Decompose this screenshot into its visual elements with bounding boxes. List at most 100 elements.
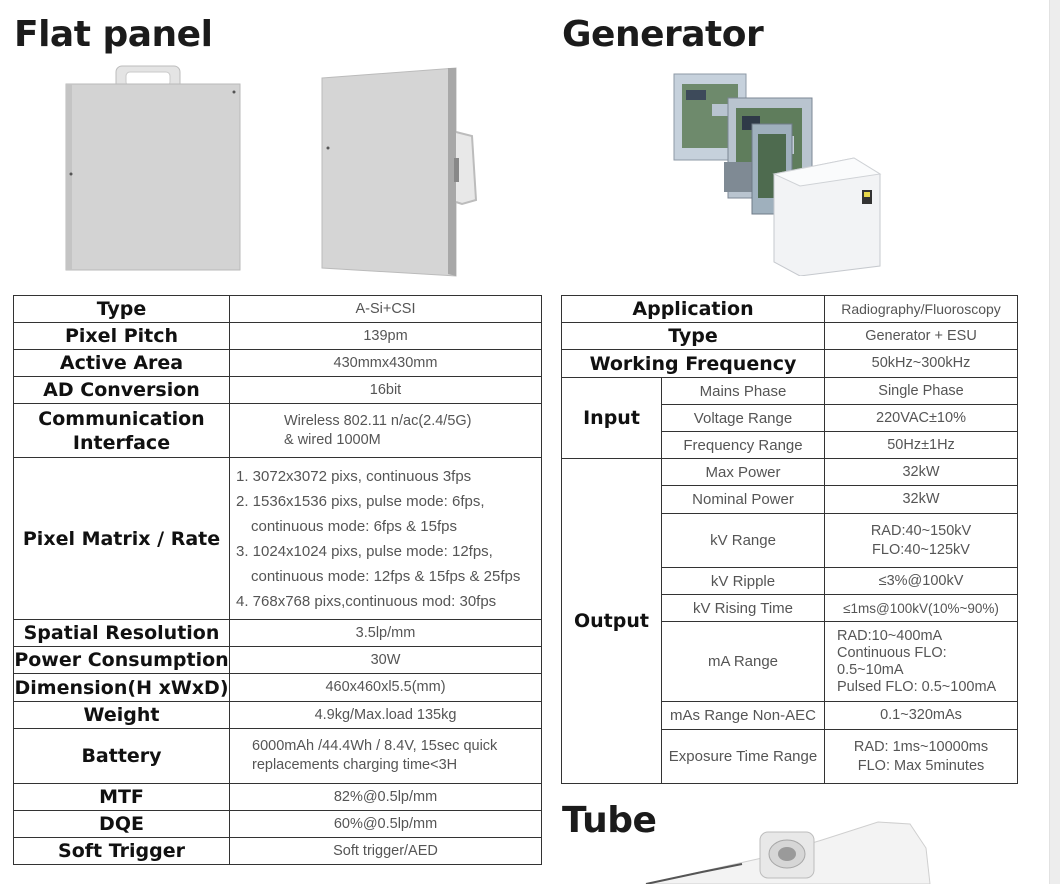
spec-value-line: RAD:40~150kV [870,522,972,539]
table-row: Type A-Si+CSI [13,295,542,323]
spec-value: 50kHz~300kHz [824,349,1019,378]
spec-subkey: kV Range [660,513,826,568]
table-row: Type Generator + ESU [560,322,1019,350]
spec-value: 3.5lp/mm [229,619,542,647]
table-row: MTF 82%@0.5lp/mm [13,783,542,811]
spec-value: ≤3%@100kV [824,567,1019,595]
table-row: Battery 6000mAh /44.4Wh / 8.4V, 15sec qu… [13,728,542,784]
generator-spec-table: Application Radiography/Fluoroscopy Type… [560,295,1019,784]
table-row: Input Mains Phase Single Phase [561,377,1019,459]
table-row: Communication Interface Wireless 802.11 … [13,403,542,458]
table-row: Soft Trigger Soft trigger/AED [13,837,542,865]
output-group-label: Output [561,458,662,784]
flat-panel-front-image [65,65,241,271]
spec-value-line: Pulsed FLO: 0.5~100mA [837,678,997,695]
spec-subkey: mAs Range Non-AEC [660,701,826,730]
spec-key: MTF [13,783,230,811]
spec-value: 60%@0.5lp/mm [229,810,542,838]
input-group-label: Input [561,377,662,459]
spec-key: Power Consumption [13,646,230,674]
table-row: Weight 4.9kg/Max.load 135kg [13,701,542,729]
table-row: AD Conversion 16bit [13,376,542,404]
spec-value-line: replacements charging time<3H [252,757,458,773]
spec-value-line: FLO: Max 5minutes [857,757,985,774]
spec-key: Soft Trigger [13,837,230,865]
scrollbar[interactable] [1049,0,1060,884]
spec-subkey: Max Power [660,458,826,486]
generator-image [673,73,882,276]
tube-image [645,821,931,884]
spec-value: Radiography/Fluoroscopy [824,295,1019,323]
table-row: Nominal Power 32kW [562,485,1019,514]
spec-value: 0.1~320mAs [824,701,1019,730]
spec-value: 6000mAh /44.4Wh / 8.4V, 15sec quick repl… [229,728,542,784]
spec-value-line: Wireless 802.11 n/ac(2.4/5G) [284,412,472,429]
list-item: 4. 768x768 pixs,continuous mod: 30fps [236,592,497,610]
spec-key: Communication Interface [13,403,230,458]
spec-subkey: Frequency Range [660,431,826,459]
spec-value-line: & wired 1000M [284,431,381,448]
spec-value: 32kW [824,458,1019,486]
spec-value-line: Continuous FLO: [837,644,947,661]
spec-value: ≤1ms@100kV(10%~90%) [824,594,1019,622]
spec-value: A-Si+CSI [229,295,542,323]
flat-panel-side-image [321,67,478,277]
spec-value-line: FLO:40~125kV [872,541,970,558]
table-row: Voltage Range 220VAC±10% [562,404,1019,432]
spec-value: Single Phase [824,377,1019,405]
spec-key: Battery [13,728,230,784]
table-row: Exposure Time Range RAD: 1ms~10000ms FLO… [562,729,1019,784]
spec-key: AD Conversion [13,376,230,404]
table-row: Working Frequency 50kHz~300kHz [560,349,1019,378]
spec-key: Working Frequency [560,349,826,378]
spec-value: 50Hz±1Hz [824,431,1019,459]
spec-subkey: mA Range [660,621,826,702]
tube-heading: Tube [562,800,657,841]
spec-value: RAD:10~400mA Continuous FLO: 0.5~10mA Pu… [824,621,1019,702]
spec-value: 30W [229,646,542,674]
spec-key: Pixel Matrix / Rate [13,457,230,620]
table-row: kV Rising Time ≤1ms@100kV(10%~90%) [562,594,1019,622]
spec-key: Spatial Resolution [13,619,230,647]
table-row: Spatial Resolution 3.5lp/mm [13,619,542,647]
spec-subkey: Voltage Range [660,404,826,432]
table-row: Application Radiography/Fluoroscopy [560,295,1019,323]
table-row: mA Range RAD:10~400mA Continuous FLO: 0.… [562,621,1019,702]
spec-key: Pixel Pitch [13,322,230,350]
flat-panel-spec-table: Type A-Si+CSI Pixel Pitch 139pm Active A… [13,295,542,865]
spec-value: 32kW [824,485,1019,514]
flat-panel-heading: Flat panel [14,14,213,55]
spec-value: 4.9kg/Max.load 135kg [229,701,542,729]
spec-key: Active Area [13,349,230,377]
spec-value: 460x460xl5.5(mm) [229,673,542,702]
spec-key: Dimension(H xWxD) [13,673,230,702]
spec-key: Application [560,295,826,323]
spec-value: Wireless 802.11 n/ac(2.4/5G) & wired 100… [229,403,542,458]
spec-key: Weight [13,701,230,729]
spec-subkey: Mains Phase [660,377,826,405]
spec-value: 220VAC±10% [824,404,1019,432]
spec-subkey: kV Ripple [660,567,826,595]
list-item: 2. 1536x1536 pixs, pulse mode: 6fps, con… [236,492,485,535]
table-row: Pixel Pitch 139pm [13,322,542,350]
spec-subkey: Nominal Power [660,485,826,514]
spec-value: RAD:40~150kV FLO:40~125kV [824,513,1019,568]
spec-value: 16bit [229,376,542,404]
spec-key: Type [560,322,826,350]
table-row: kV Ripple ≤3%@100kV [562,567,1019,595]
table-row: Dimension(H xWxD) 460x460xl5.5(mm) [13,673,542,702]
spec-value: 1. 3072x3072 pixs, continuous 3fps 2. 15… [229,457,542,620]
table-row: Pixel Matrix / Rate 1. 3072x3072 pixs, c… [13,457,542,620]
spec-value: Generator + ESU [824,322,1019,350]
table-row: Power Consumption 30W [13,646,542,674]
spec-value: 139pm [229,322,542,350]
list-item: 1. 3072x3072 pixs, continuous 3fps [236,467,472,485]
spec-value: 430mmx430mm [229,349,542,377]
spec-value-line: RAD:10~400mA [837,627,943,644]
table-row: Frequency Range 50Hz±1Hz [562,431,1019,459]
spec-subkey: kV Rising Time [660,594,826,622]
table-row: kV Range RAD:40~150kV FLO:40~125kV [562,513,1019,568]
spec-key: Type [13,295,230,323]
table-row: DQE 60%@0.5lp/mm [13,810,542,838]
spec-key: DQE [13,810,230,838]
